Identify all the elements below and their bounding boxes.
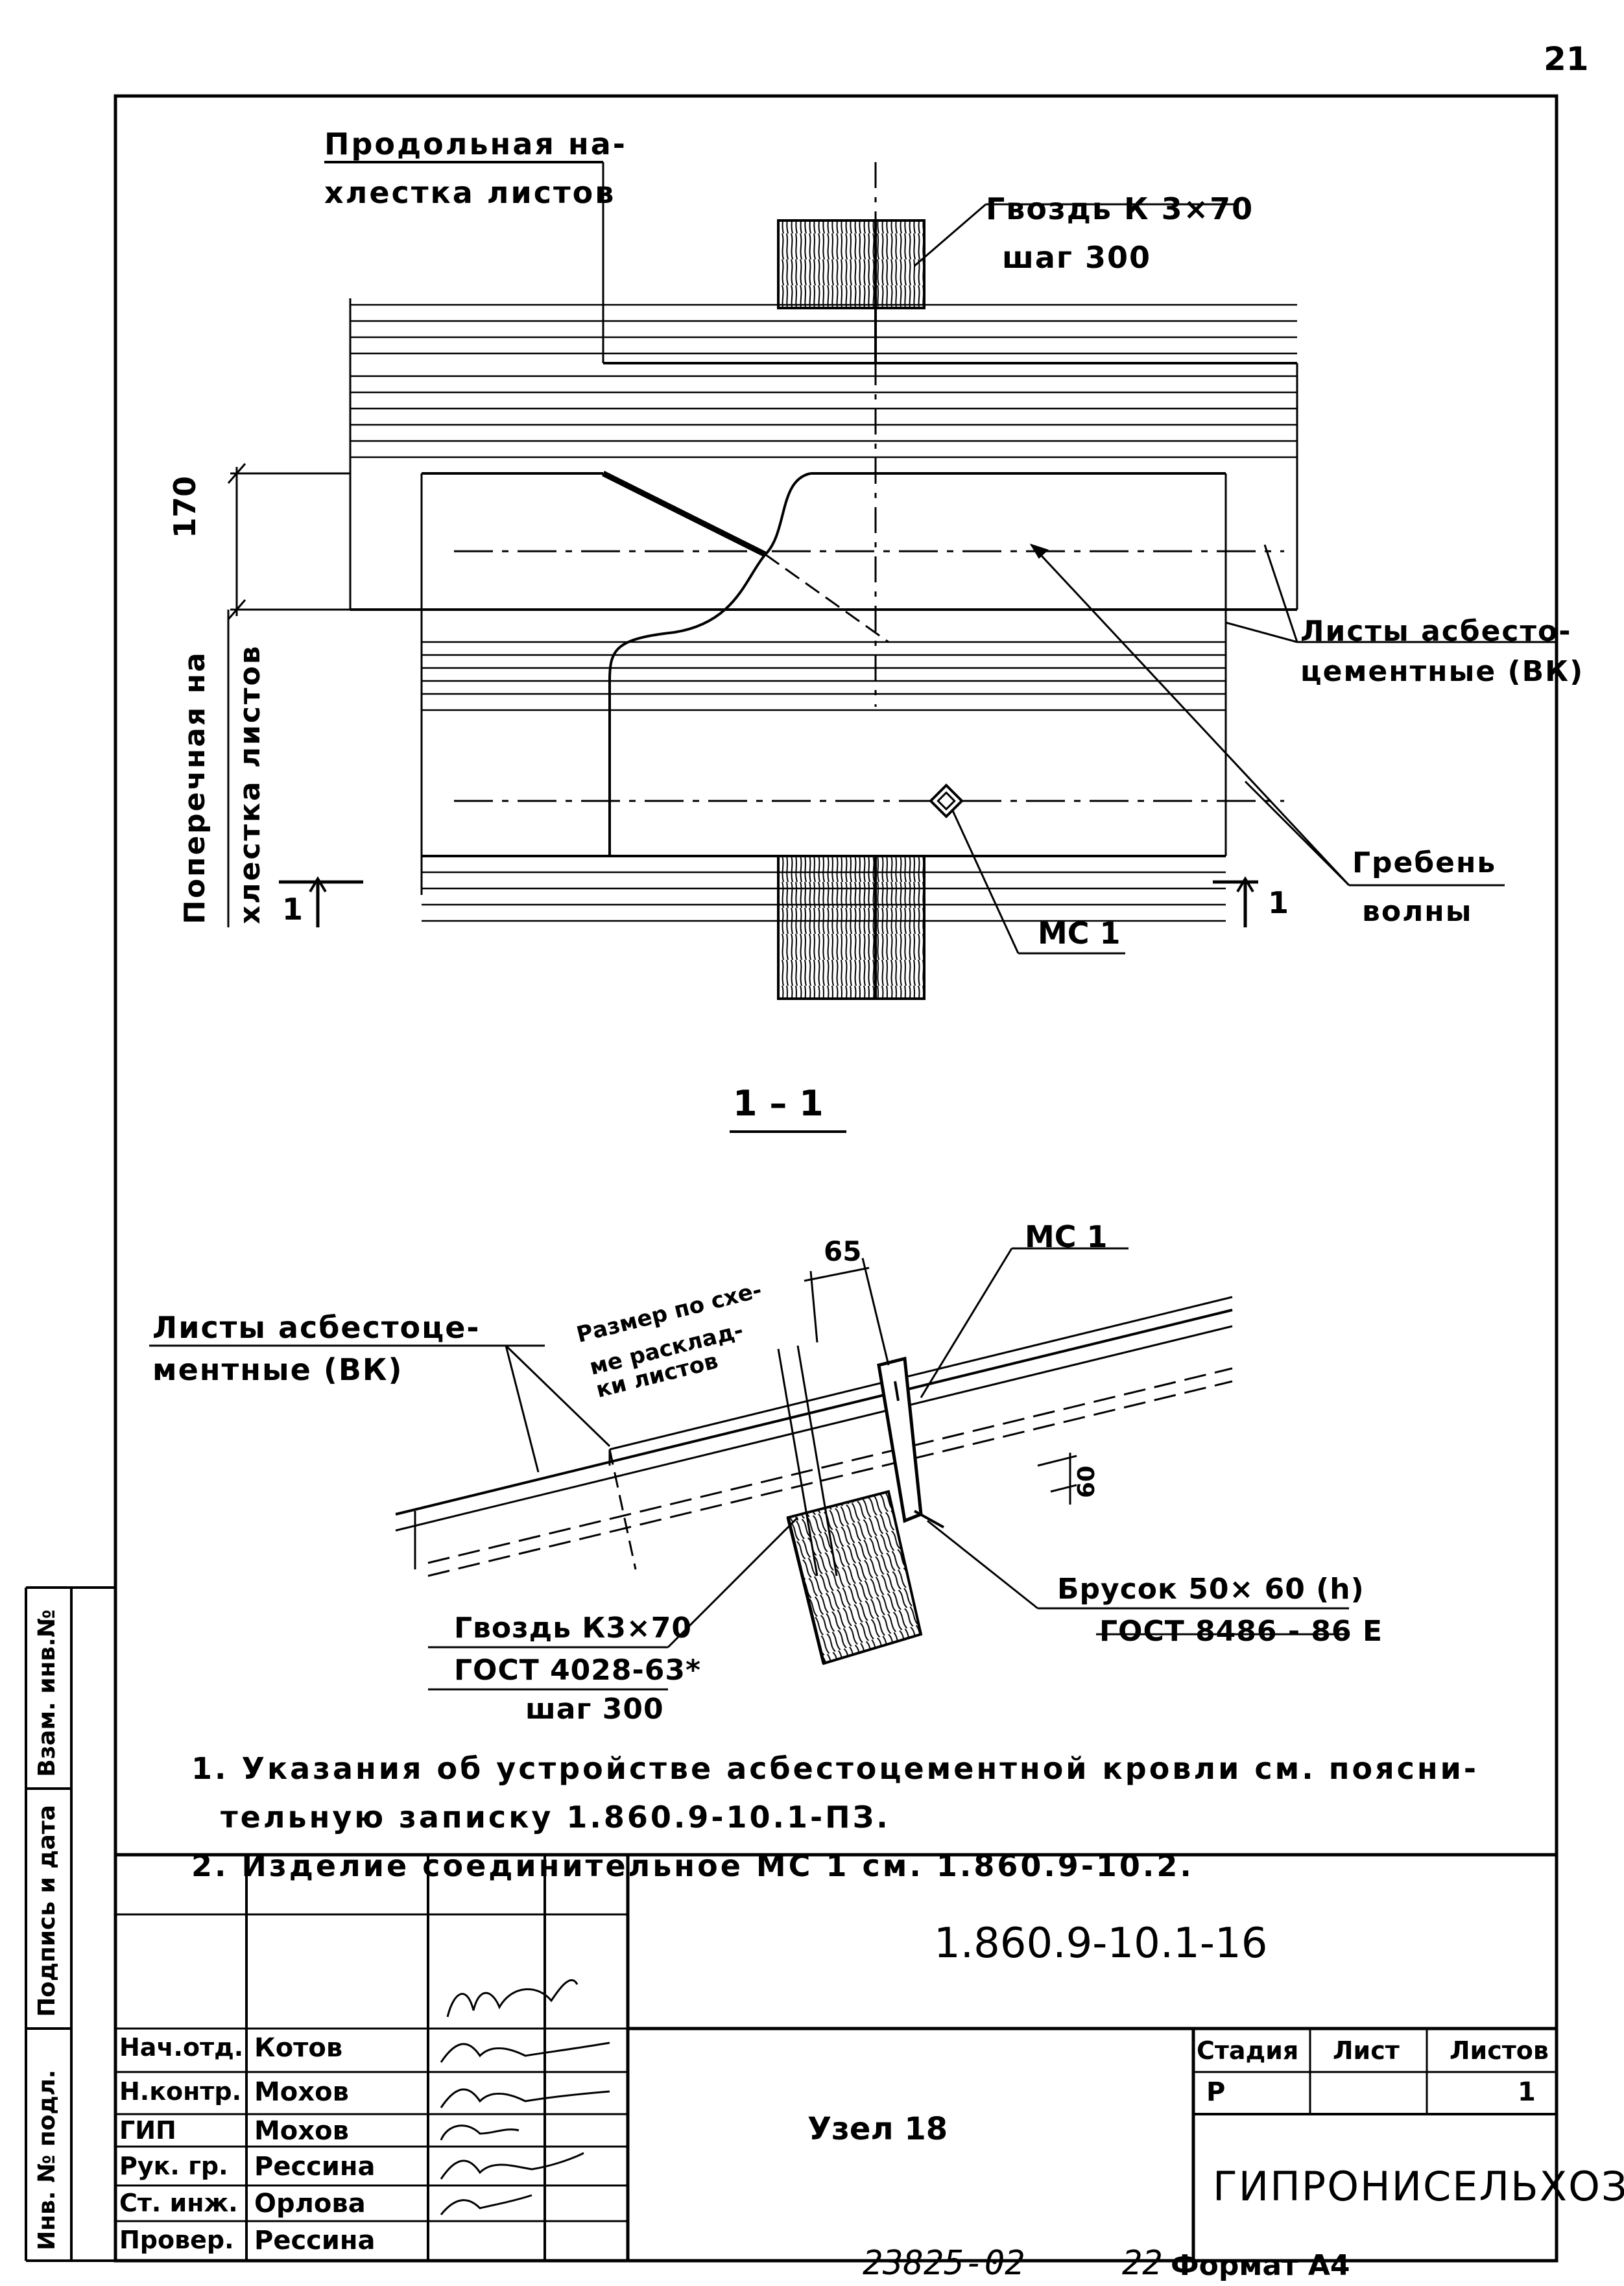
side-stamp-frame: [25, 1586, 115, 2262]
role-norm-control: Н.контр.: [119, 2077, 242, 2106]
bar-timber: [786, 1490, 923, 1665]
note-1-line-2: тельную записку 1.860.9-10.1-ПЗ.: [221, 1800, 890, 1835]
side-stamp-signature-date: Подпись и дата: [34, 1805, 60, 2017]
signatures: [440, 1979, 610, 2215]
side-stamp-original-inv: Инв. № подл.: [34, 2069, 60, 2250]
paper-format: Формат А4: [1171, 2249, 1350, 2282]
name-senior-engineer: Орлова: [254, 2189, 366, 2219]
sheets-label-1: Листы асбесто-: [1300, 615, 1572, 648]
section-sheets-label-2: ментные (ВК): [152, 1352, 403, 1387]
sheets-total-value: 1: [1518, 2077, 1536, 2107]
copy-number: 23825-02: [863, 2244, 1025, 2283]
section-nail-label-2: ГОСТ 4028-63*: [454, 1654, 702, 1687]
sheets-header: Листов: [1450, 2036, 1549, 2065]
wave-crest-label-2: волны: [1362, 895, 1473, 928]
name-chief-engineer: Мохов: [254, 2116, 349, 2146]
longitudinal-overlap-label-2: хлестка листов: [324, 175, 616, 210]
sheet-header: Лист: [1333, 2036, 1400, 2065]
sheet-mark: 22: [1122, 2244, 1163, 2283]
longitudinal-overlap-label-1: Продольная на-: [324, 126, 627, 161]
role-group-lead: Рук. гр.: [119, 2152, 228, 2180]
mc1-label-section: МС 1: [1025, 1219, 1108, 1254]
side-stamp-replace-inv: Взам. инв.№: [34, 1609, 60, 1777]
wave-crest-label-1: Гребень: [1352, 846, 1497, 879]
plan-view: [227, 161, 1557, 1000]
upper-sheet-lines: [350, 304, 1297, 458]
role-head-of-dept: Нач.отд.: [119, 2033, 244, 2062]
bar-label-2: ГОСТ 8486 - 86 Е: [1099, 1615, 1383, 1648]
title-block-frame: [115, 1853, 1557, 2261]
section-nail-label-3: шаг 300: [525, 1693, 664, 1726]
sheets-label-2: цементные (ВК): [1300, 655, 1584, 688]
section-title: 1 – 1: [733, 1083, 824, 1124]
role-checker: Провер.: [119, 2226, 234, 2254]
dimension-60: 60: [1073, 1465, 1100, 1498]
organization-name: ГИПРОНИСЕЛЬХОЗ: [1213, 2163, 1624, 2210]
section-cut-left: 1: [282, 892, 304, 927]
nail-label-2: шаг 300: [1002, 240, 1151, 275]
stage-value: Р: [1206, 2077, 1226, 2107]
dimension-65: 65: [824, 1235, 862, 1267]
drawing-frame: [113, 94, 1558, 2263]
note-1-line-1: 1. Указания об устройстве асбестоцементн…: [191, 1751, 1479, 1786]
section-view: [149, 1247, 1349, 1691]
role-chief-engineer: ГИП: [119, 2116, 176, 2145]
transverse-overlap-label-1: Поперечная на: [178, 650, 211, 924]
stage-header: Стадия: [1197, 2036, 1299, 2065]
drawing-name: Узел 18: [807, 2111, 948, 2147]
name-group-lead: Рессина: [254, 2152, 376, 2182]
dimension-170: 170: [167, 475, 202, 538]
mc1-label-plan: МС 1: [1038, 916, 1121, 951]
note-2: 2. Изделие соединительное МС 1 см. 1.860…: [191, 1848, 1194, 1883]
name-head-of-dept: Котов: [254, 2033, 343, 2063]
name-norm-control: Мохов: [254, 2077, 349, 2107]
page-number: 21: [1544, 40, 1589, 78]
nail-label-1: Гвоздь К 3×70: [986, 191, 1254, 226]
bar-label-1: Брусок 50× 60 (h): [1057, 1573, 1365, 1606]
document-code: 1.860.9-10.1-16: [934, 1920, 1268, 1968]
name-checker: Рессина: [254, 2226, 376, 2256]
transverse-overlap-label-2: хлестка листов: [233, 644, 267, 924]
section-nail-label-1: Гвоздь К3×70: [454, 1612, 693, 1645]
section-cut-right: 1: [1268, 885, 1289, 920]
role-senior-engineer: Ст. инж.: [119, 2189, 238, 2217]
section-sheets-label-1: Листы асбестоце-: [152, 1310, 481, 1345]
